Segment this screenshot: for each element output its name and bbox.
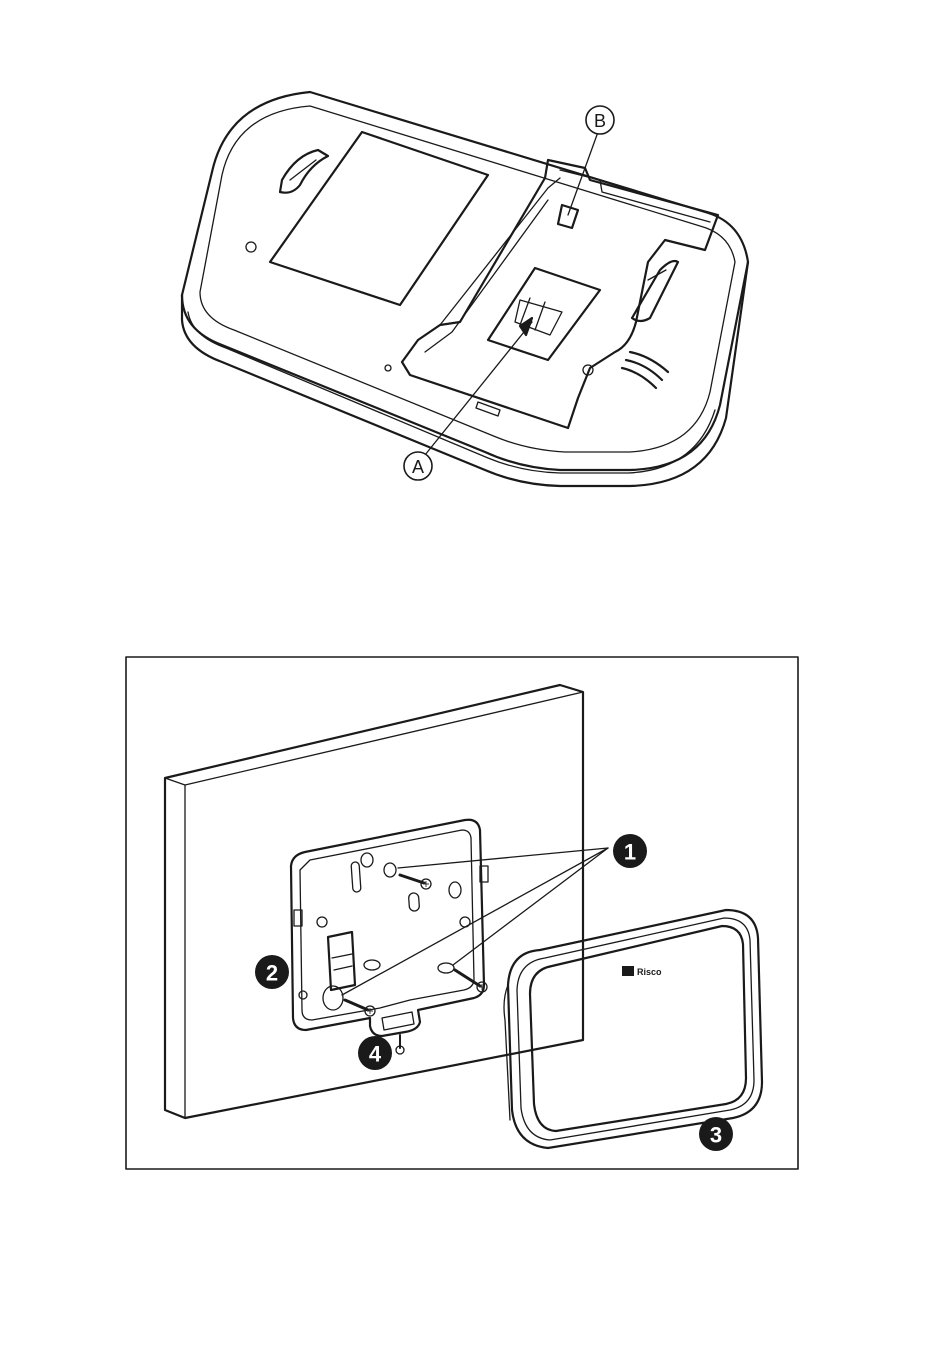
- badge-4: 4: [358, 1036, 392, 1070]
- callout-b: B: [586, 106, 614, 134]
- badge-2: 2: [255, 955, 289, 989]
- device-cover-illustration: Risco: [504, 910, 762, 1148]
- badge-2-label: 2: [266, 961, 278, 986]
- badge-3-label: 3: [710, 1123, 722, 1148]
- bottom-figure-frame: [126, 657, 798, 1169]
- brand-label: Risco: [637, 967, 662, 977]
- badge-4-label: 4: [369, 1042, 382, 1067]
- badge-3: 3: [699, 1117, 733, 1151]
- device-back-illustration: [182, 92, 748, 486]
- badge-1-label: 1: [624, 840, 636, 865]
- mounting-plate-illustration: [291, 820, 488, 1036]
- callout-a-label: A: [412, 457, 424, 477]
- callout-b-label: B: [594, 111, 606, 131]
- callout-a: A: [404, 452, 432, 480]
- leader-lines-1: [342, 848, 608, 995]
- leader-line-a: [425, 322, 532, 455]
- badge-1: 1: [613, 834, 647, 868]
